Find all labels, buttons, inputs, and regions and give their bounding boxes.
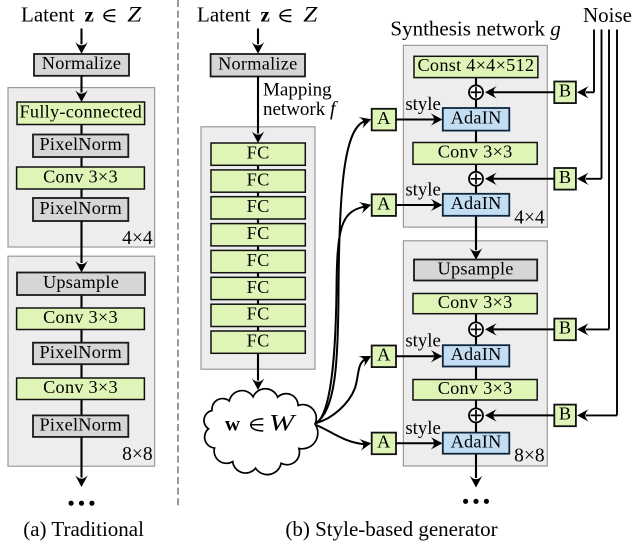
svg-text:PixelNorm: PixelNorm <box>39 134 121 154</box>
svg-text:8×8: 8×8 <box>122 444 153 465</box>
svg-text:B: B <box>559 404 571 424</box>
svg-text:A: A <box>377 432 391 452</box>
svg-text:style: style <box>405 331 440 352</box>
svg-text:4×4: 4×4 <box>122 228 153 249</box>
svg-text:Z: Z <box>127 3 142 27</box>
svg-text:FC: FC <box>247 143 270 163</box>
svg-text:w: w <box>225 412 241 436</box>
svg-text:Normalize: Normalize <box>42 53 121 73</box>
svg-text:AdaIN: AdaIN <box>451 108 502 128</box>
svg-text:Const 4×4×512: Const 4×4×512 <box>417 55 534 75</box>
svg-text:Conv 3×3: Conv 3×3 <box>438 292 513 312</box>
svg-text:z: z <box>85 3 94 27</box>
svg-text:Conv 3×3: Conv 3×3 <box>43 377 118 397</box>
svg-text:(b) Style-based generator: (b) Style-based generator <box>285 517 497 541</box>
svg-text:FC: FC <box>247 223 270 243</box>
svg-text:B: B <box>559 167 571 187</box>
svg-text:FC: FC <box>247 304 270 324</box>
svg-text:Z: Z <box>303 3 318 27</box>
svg-text:Synthesis network g: Synthesis network g <box>390 17 560 41</box>
svg-text:B: B <box>559 318 571 338</box>
svg-text:A: A <box>377 108 391 128</box>
svg-text:Conv 3×3: Conv 3×3 <box>438 142 513 162</box>
svg-text:AdaIN: AdaIN <box>451 432 502 452</box>
svg-text:FC: FC <box>247 169 270 189</box>
svg-text:W: W <box>269 410 297 436</box>
svg-text:FC: FC <box>247 277 270 297</box>
svg-text:Normalize: Normalize <box>218 54 297 74</box>
svg-text:FC: FC <box>247 331 270 351</box>
svg-text:Mapping: Mapping <box>263 80 332 101</box>
svg-text:Conv 3×3: Conv 3×3 <box>43 166 118 186</box>
svg-text:A: A <box>377 193 391 213</box>
svg-text:AdaIN: AdaIN <box>451 344 502 364</box>
svg-text:A: A <box>377 345 391 365</box>
svg-text:style: style <box>405 94 440 115</box>
svg-text:network f: network f <box>263 98 338 120</box>
svg-text:z: z <box>261 3 270 27</box>
svg-text:PixelNorm: PixelNorm <box>39 414 121 434</box>
svg-text:4×4: 4×4 <box>514 208 545 229</box>
svg-text:PixelNorm: PixelNorm <box>39 198 121 218</box>
svg-text:(a) Traditional: (a) Traditional <box>23 517 144 541</box>
svg-text:AdaIN: AdaIN <box>451 193 502 213</box>
svg-text:Fully-connected: Fully-connected <box>20 102 143 122</box>
svg-text:style: style <box>405 180 440 201</box>
svg-text:Latent: Latent <box>197 3 251 27</box>
svg-text:FC: FC <box>247 250 270 270</box>
svg-text:Conv 3×3: Conv 3×3 <box>43 307 118 327</box>
svg-text:PixelNorm: PixelNorm <box>39 342 121 362</box>
svg-text:Upsample: Upsample <box>43 272 119 292</box>
svg-text:8×8: 8×8 <box>514 445 545 466</box>
svg-text:FC: FC <box>247 196 270 216</box>
svg-text:Upsample: Upsample <box>438 258 514 278</box>
svg-text:B: B <box>559 81 571 101</box>
svg-text:Noise: Noise <box>583 3 632 27</box>
svg-text:Latent: Latent <box>21 3 75 27</box>
svg-text:Conv 3×3: Conv 3×3 <box>438 378 513 398</box>
svg-text:style: style <box>405 418 440 439</box>
